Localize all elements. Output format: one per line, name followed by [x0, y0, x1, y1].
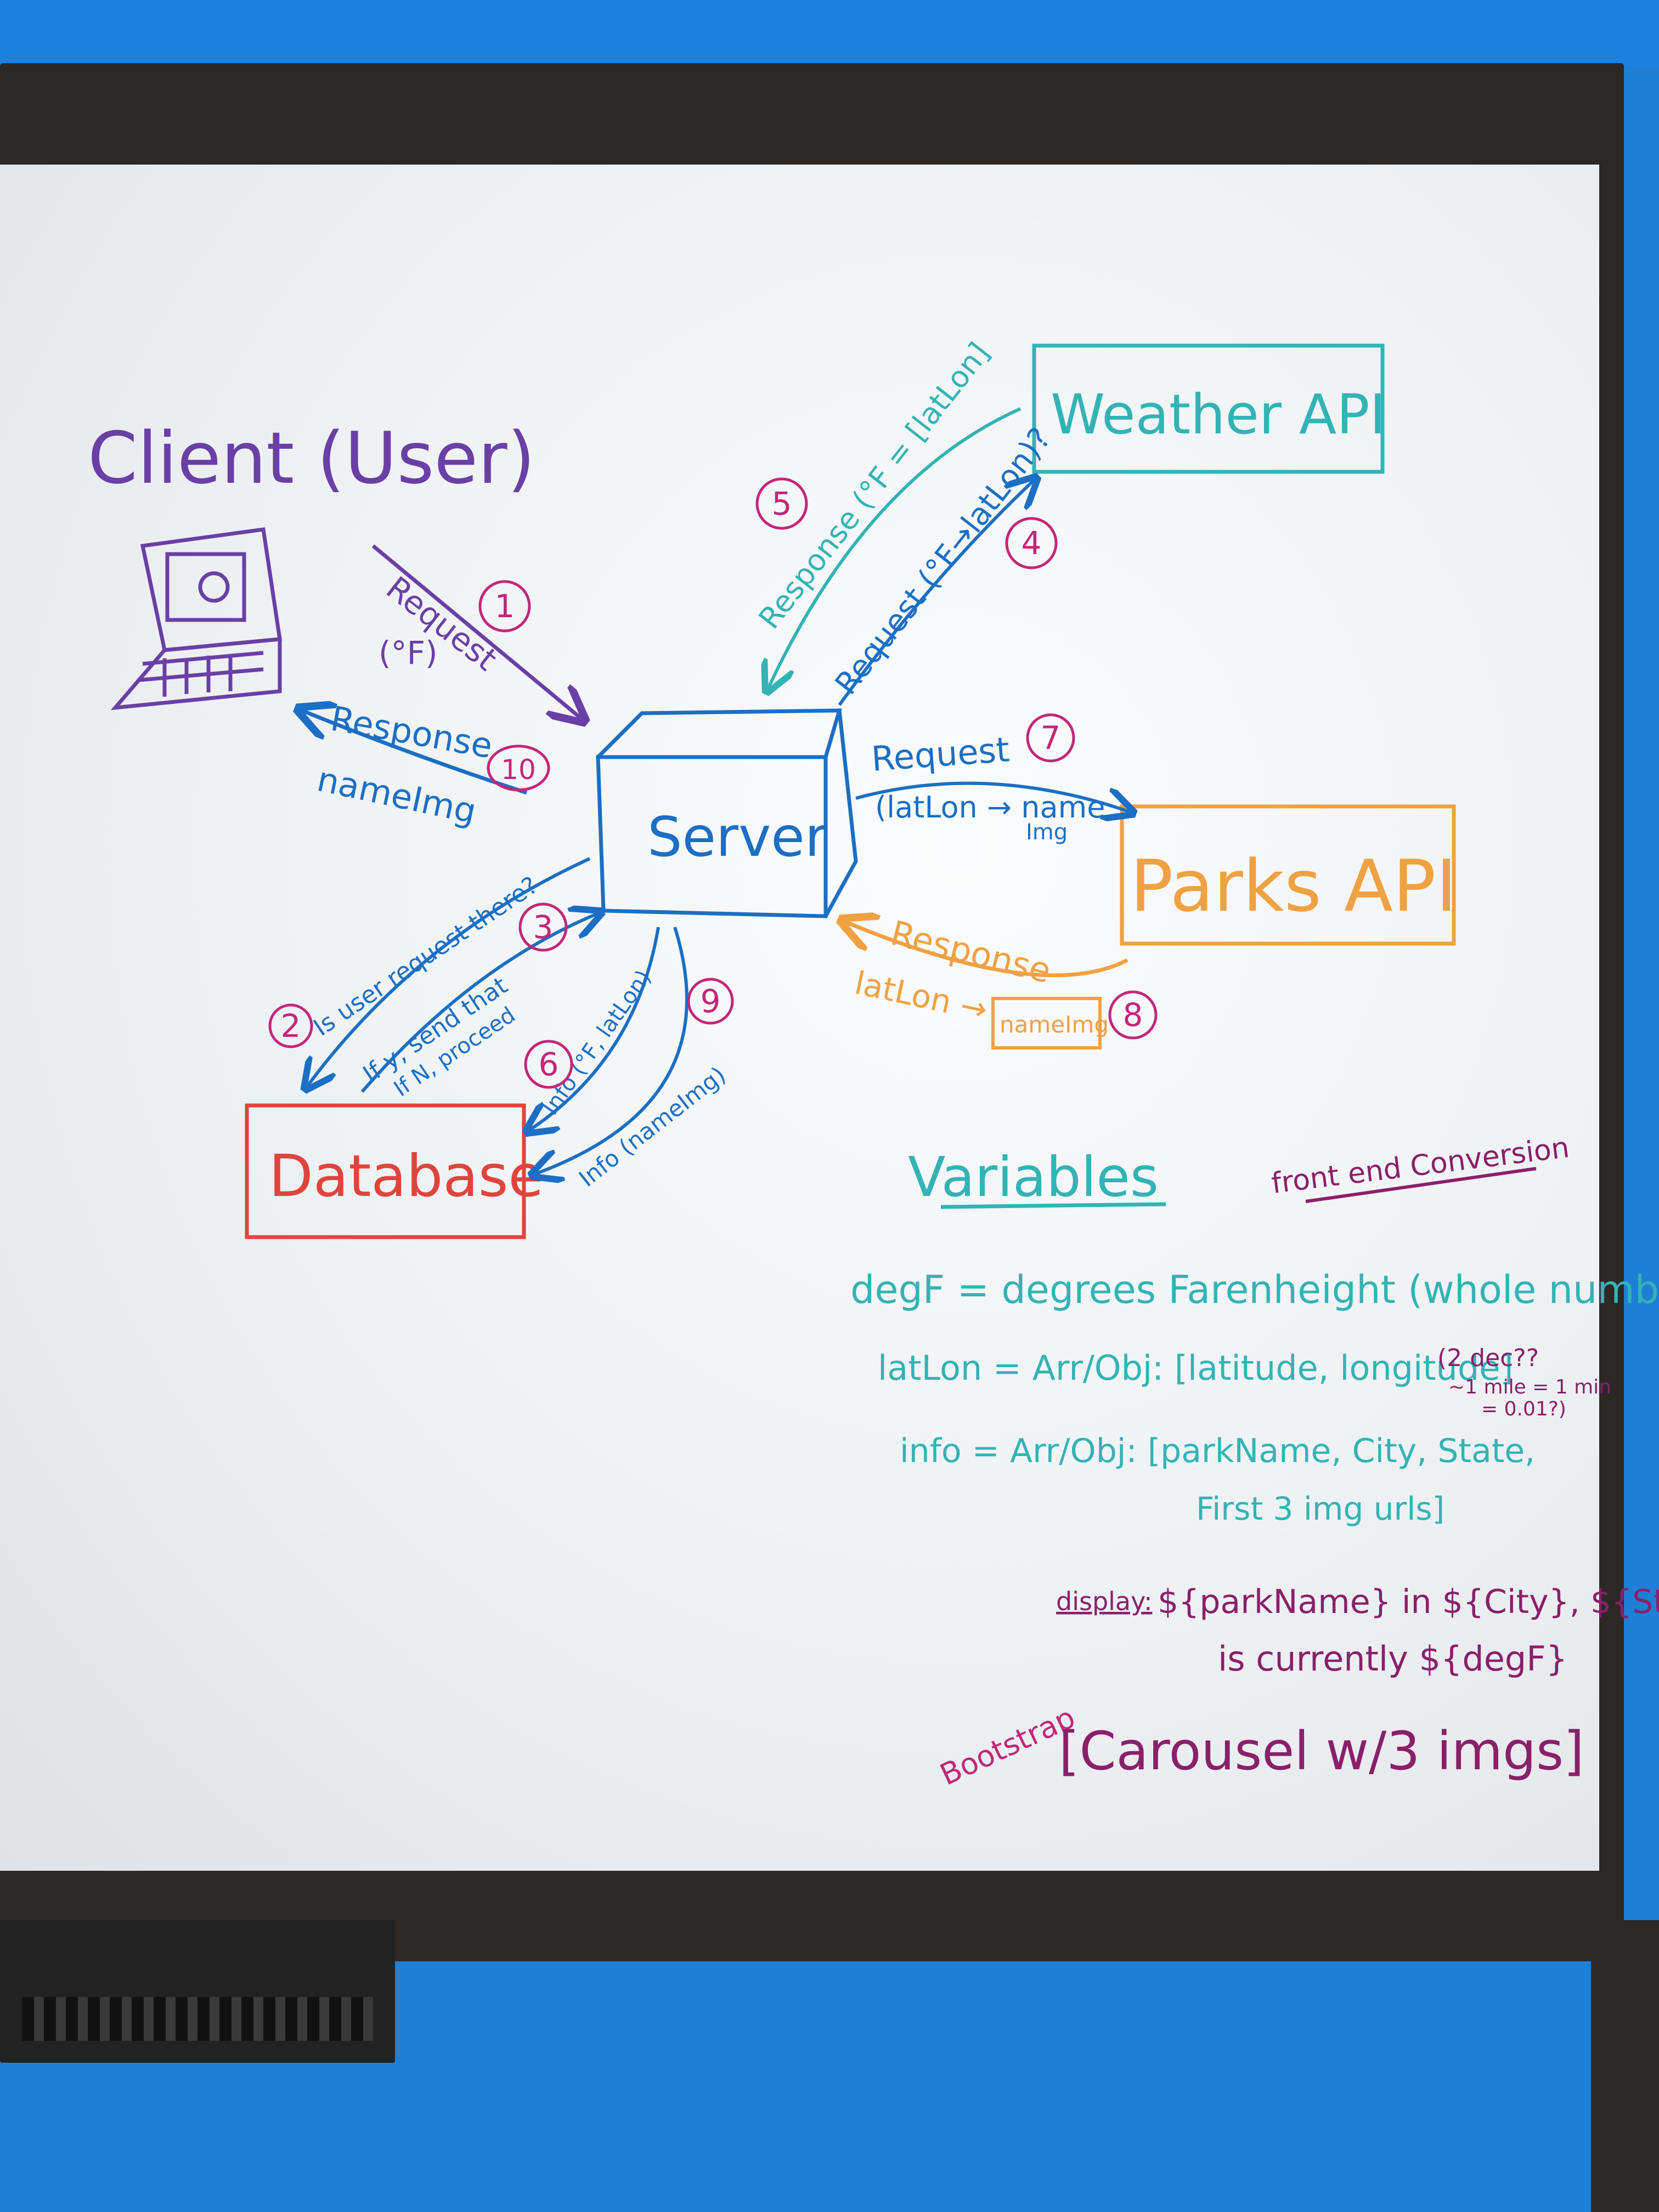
parks-response-box-text: nameImg [1000, 1011, 1109, 1038]
arrow-database-to-server [360, 913, 598, 1093]
step-8: 8 [1123, 996, 1143, 1034]
db-info-9-label: Info (nameImg) [574, 1061, 731, 1192]
display-line-2: is currently ${degF} [1218, 1639, 1567, 1679]
arrow-server-to-database [307, 857, 591, 1086]
latlon-definition: latLon = Arr/Obj: [latitude, longitude] [878, 1348, 1514, 1388]
arrow-server-to-parks [855, 781, 1130, 812]
parks-response-box [991, 997, 1102, 1049]
display-line-1: ${parkName} in ${City}, ${State} [1158, 1583, 1659, 1621]
display-label: display: [1056, 1587, 1153, 1616]
parks-api-label: Parks API [1130, 844, 1457, 928]
client-node: Client (User) [88, 416, 535, 710]
wall-background [0, 0, 1659, 66]
step-10: 10 [501, 754, 536, 786]
arrow-client-to-server [371, 544, 582, 719]
step-7: 7 [1041, 719, 1061, 757]
weather-api-node: Weather API [1032, 343, 1386, 474]
step-5: 5 [772, 485, 792, 522]
eraser [22, 1997, 373, 2041]
parks-request-param-1: (latLon → name [875, 790, 1105, 825]
parks-request-label: Request [870, 730, 1011, 779]
weather-api-label: Weather API [1051, 382, 1386, 447]
step-2: 2 [281, 1007, 301, 1045]
laptop-icon [110, 527, 283, 710]
client-request-param: (°F) [379, 634, 438, 672]
arrow-server-to-weather [838, 480, 1034, 706]
parks-api-node: Parks API [1120, 804, 1457, 946]
front-end-conversion-note: front end Conversion [1269, 1131, 1571, 1200]
variables-notes: front end Conversion Variables degF = de… [850, 1131, 1659, 1792]
degf-definition: degF = degrees Farenheight (whole number… [850, 1267, 1659, 1312]
arrow-weather-to-server [768, 407, 1022, 689]
latlon-note-1: (2 dec?? [1437, 1344, 1539, 1372]
latlon-note-3: = 0.01?) [1481, 1398, 1566, 1420]
client-response-label: Response [328, 698, 495, 766]
carousel-note: [Carousel w/3 imgs] [1059, 1720, 1584, 1782]
info-definition-1: info = Arr/Obj: [parkName, City, State, [900, 1432, 1535, 1470]
whiteboard-surface [0, 165, 1599, 1871]
client-label: Client (User) [88, 416, 535, 500]
parks-response-param: latLon → [851, 964, 991, 1028]
latlon-note-2: ~1 mile = 1 min [1448, 1376, 1611, 1398]
database-label: Database [269, 1143, 544, 1210]
database-node: Database [245, 1103, 544, 1239]
parks-request-param-2: Img [1026, 820, 1068, 845]
info-definition-2: First 3 img urls] [1196, 1490, 1444, 1527]
step-3: 3 [533, 909, 554, 946]
server-label: Server [647, 805, 828, 869]
step-1: 1 [495, 588, 515, 625]
step-markers: 1 2 3 4 5 6 7 8 9 10 [268, 477, 1158, 1089]
step-6: 6 [539, 1046, 559, 1083]
arrow-server-to-database-info-9 [535, 927, 689, 1174]
variables-title: Variables [908, 1145, 1159, 1209]
arrow-server-to-database-info-6 [529, 927, 660, 1130]
arrow-parks-to-server [845, 922, 1128, 978]
server-node [596, 708, 858, 918]
step-4: 4 [1022, 524, 1042, 562]
step-9: 9 [701, 983, 721, 1020]
frame-leg [1591, 1920, 1659, 2212]
